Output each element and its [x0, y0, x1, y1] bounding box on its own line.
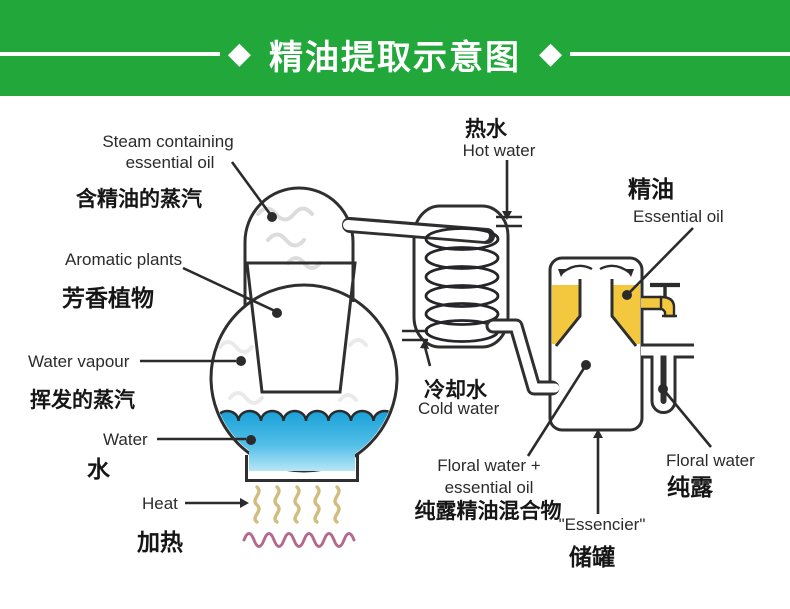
label-water-zh: 水: [87, 456, 111, 482]
essencier-group: [485, 256, 695, 432]
diagram-labels: Steam containing essential oil 含精油的蒸汽 Ar…: [28, 117, 755, 570]
label-mixture-zh: 纯露精油混合物: [415, 499, 562, 523]
diamond-icon-right: ◆: [539, 37, 563, 70]
label-vapour-zh: 挥发的蒸汽: [30, 388, 135, 412]
label-heat-zh: 加热: [136, 529, 183, 555]
circulation-arrows-icon: [558, 264, 634, 277]
steam-leader-line: [230, 161, 272, 215]
label-mixture-en1: Floral water +: [437, 456, 541, 475]
label-heat-en: Heat: [142, 494, 178, 513]
label-mixture-en2: essential oil: [445, 478, 534, 497]
label-floral-water-zh: 纯露: [667, 474, 714, 500]
header-line-left: [0, 52, 220, 56]
label-steam-zh: 含精油的蒸汽: [76, 187, 202, 211]
label-cold-water-en: Cold water: [418, 399, 500, 418]
label-vapour-en: Water vapour: [28, 352, 130, 371]
cold-water-inlet: [402, 329, 428, 342]
heating-element-wave: [242, 532, 356, 548]
label-aromatic-en: Aromatic plants: [65, 250, 182, 269]
vapour-tube: [342, 217, 495, 244]
label-essencier-zh: 储罐: [569, 544, 615, 570]
mixture-leader-line: [526, 364, 588, 457]
diamond-icon-left: ◆: [227, 37, 251, 70]
essencier-vessel: [548, 256, 644, 432]
label-water-en: Water: [103, 430, 148, 449]
water-fill: [214, 409, 395, 471]
label-steam-en2: essential oil: [126, 153, 215, 172]
floral-water-leader-line: [661, 388, 713, 448]
cold-water-leader-line: [423, 346, 432, 367]
essential-oil-leader-line: [629, 227, 694, 293]
header-line-right: [570, 52, 790, 56]
oil-tap: [641, 282, 680, 318]
flask-base: [245, 455, 359, 482]
plant-basket: [245, 261, 357, 394]
label-essential-oil-en: Essential oil: [633, 207, 724, 226]
hot-water-outlet: [496, 215, 522, 228]
label-cold-water-zh: 冷却水: [424, 378, 488, 402]
leader-lines: [140, 160, 713, 514]
label-steam-en1: Steam containing: [102, 132, 233, 151]
label-hot-water-en: Hot water: [463, 141, 536, 160]
page-title: 精油提取示意图: [269, 38, 521, 77]
label-floral-water-en: Floral water: [666, 451, 755, 470]
still-group: [209, 186, 399, 548]
still-dome: [243, 186, 355, 307]
condenser-group: [342, 204, 522, 349]
label-hot-water-zh: 热水: [465, 117, 508, 141]
aromatic-leader-line: [182, 266, 276, 313]
oil-layer: [552, 279, 640, 347]
label-essential-oil-zh: 精油: [628, 176, 674, 202]
header: ◆ 精油提取示意图 ◆: [0, 0, 790, 96]
heat-flames: [253, 485, 341, 524]
steam-wisps-flask: [218, 338, 368, 405]
label-essencier-en: "Essencier": [559, 515, 646, 534]
label-aromatic-zh: 芳香植物: [62, 285, 154, 311]
condenser-body: [412, 204, 510, 349]
condensate-tube: [485, 318, 560, 396]
floral-water-outlet-pipe: [641, 343, 695, 414]
